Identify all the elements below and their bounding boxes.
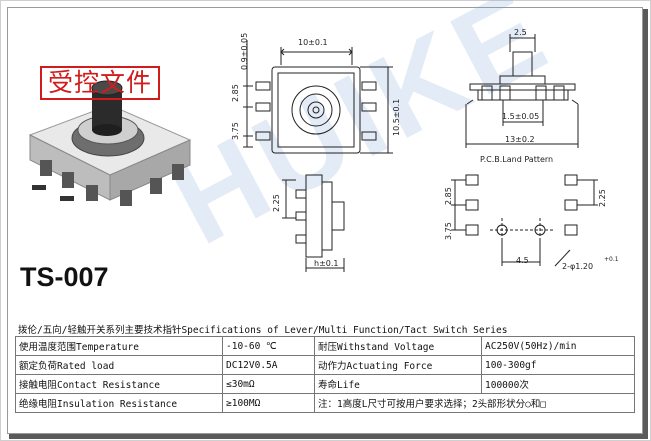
spec-value: ≤30mΩ [222,374,315,394]
spec-value: -10-60 ℃ [222,336,315,356]
table-row: 额定负荷Rated load DC12V0.5A 动作力Actuating Fo… [15,355,635,375]
spec-value: DC12V0.5A [222,355,315,375]
table-row: 接触电阻Contact Resistance ≤30mΩ 寿命Life 1000… [15,374,635,394]
spec-value: ≥100MΩ [222,393,315,413]
spec-key: 使用温度范围Temperature [15,336,223,356]
side-view [465,34,579,148]
pcb-land-label: P.C.B.Land Pattern [480,155,554,164]
dim-2-25-front: 2.25 [272,194,281,212]
spec-key: 接触电阻Contact Resistance [15,374,223,394]
spec-title: 拨伦/五向/轻触开关系列主要技术指针Specifications of Leve… [18,325,508,336]
spec-value: 100-300gf [481,355,635,375]
dim-2-85-pcb: 2.85 [444,187,453,205]
spec-key: 耐压Withstand Voltage [314,336,482,356]
dim-hole-tolerance: +0.1 [604,256,619,263]
model-number: TS-007 [20,262,109,292]
switch-photo [28,80,192,206]
dim-3-75: 3.75 [231,122,240,140]
dim-2-85: 2.85 [231,84,240,102]
front-view [282,174,345,272]
spec-key: 绝缘电阻Insulation Resistance [15,393,223,413]
spec-note: 注：1高度L尺寸可按用户要求选择；2头部形状分○和□ [314,393,635,413]
dim-0-9: 0.9±0.05 [240,32,249,70]
top-view [243,40,393,154]
spec-key: 动作力Actuating Force [314,355,482,375]
dim-13: 13±0.2 [505,135,535,144]
dim-10-5: 10.5±0.1 [392,98,401,136]
spec-key: 额定负荷Rated load [15,355,223,375]
frame-shadow-bottom [9,434,648,439]
dim-2-25-pcb: 2.25 [598,189,607,207]
dim-4-5: 4.5 [516,256,529,265]
drawing-border [7,7,643,434]
table-row: 绝缘电阻Insulation Resistance ≥100MΩ 注：1高度L尺… [15,393,635,413]
spec-key: 寿命Life [314,374,482,394]
dim-width-10: 10±0.1 [298,38,328,47]
dim-h: h±0.1 [314,259,339,268]
frame-shadow-right [643,9,648,437]
spec-value: AC250V(50Hz)/min [481,336,635,356]
pcb-land-pattern [451,174,598,267]
table-row: 使用温度范围Temperature -10-60 ℃ 耐压Withstand V… [15,336,635,356]
spec-value: 100000次 [481,374,635,394]
dim-3-75-pcb: 3.75 [444,222,453,240]
controlled-document-stamp: 受控文件 [40,66,160,100]
dim-1-5: 1.5±0.05 [502,112,540,121]
dim-hole: 2-φ1.20 [562,262,594,271]
spec-table: 使用温度范围Temperature -10-60 ℃ 耐压Withstand V… [15,336,635,413]
dim-2-5-top: 2.5 [514,28,527,37]
